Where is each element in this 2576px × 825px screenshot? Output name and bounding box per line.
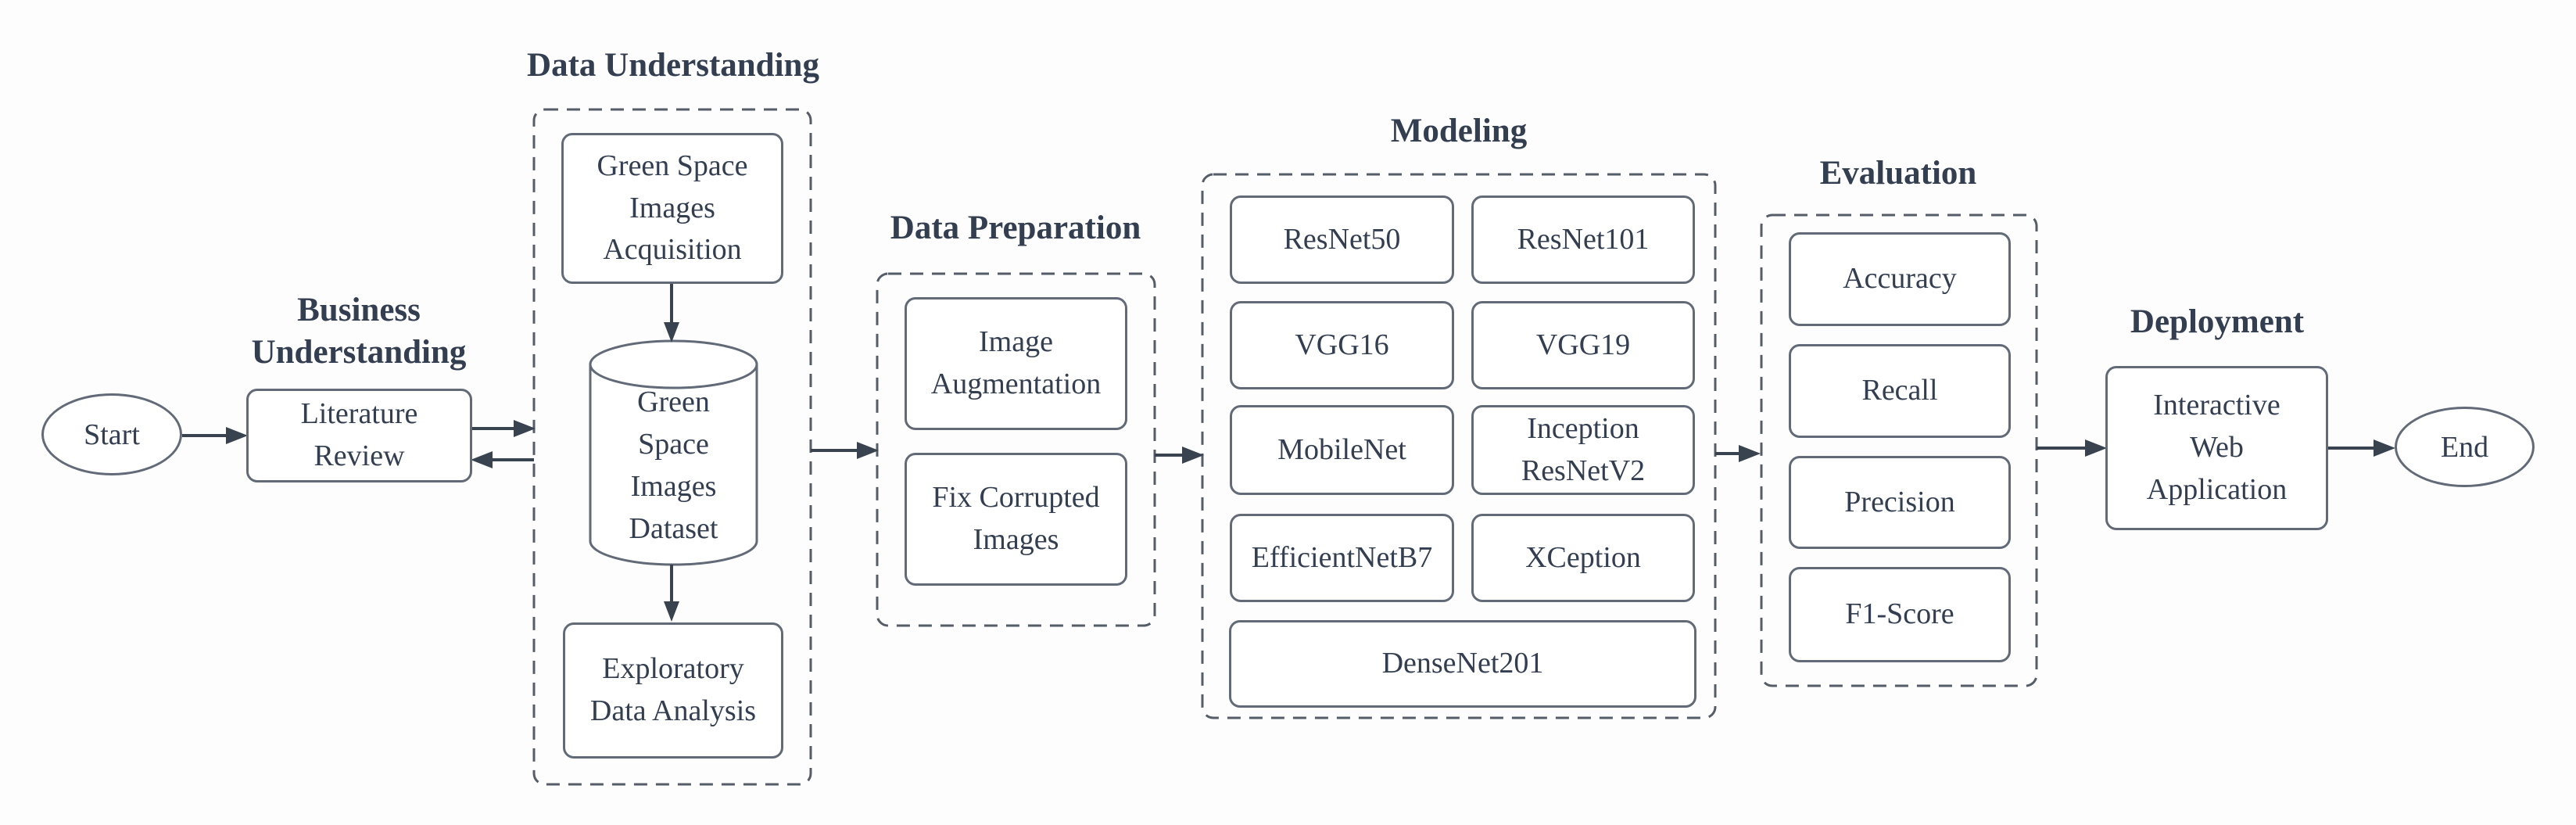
metric-label: Accuracy: [1843, 262, 1957, 296]
image-augmentation-label: Image Augmentation: [930, 325, 1102, 400]
model-label: XCeption: [1525, 540, 1641, 574]
model-label: DenseNet201: [1381, 647, 1544, 680]
model-resnet101-node: ResNet101: [1471, 195, 1695, 284]
model-inceptionresnetv2-node: Inception ResNetV2: [1471, 405, 1695, 495]
arrow-data-preparation-to-modeling: [1155, 447, 1204, 464]
model-label: ResNet101: [1517, 222, 1650, 256]
metric-precision-node: Precision: [1789, 456, 2011, 549]
dataset-label: Green Space Images Dataset: [629, 386, 718, 545]
interactive-web-application-node: Interactive Web Application: [2105, 366, 2328, 530]
fix-corrupted-images-label: Fix Corrupted Images: [932, 481, 1100, 556]
model-label: ResNet50: [1283, 222, 1401, 256]
metric-label: F1-Score: [1845, 597, 1954, 631]
model-label: Inception ResNetV2: [1521, 411, 1646, 487]
image-augmentation-node: Image Augmentation: [905, 297, 1127, 430]
model-efficientnetb7-node: EfficientNetB7: [1230, 514, 1454, 602]
model-mobilenet-node: MobileNet: [1230, 405, 1454, 495]
metric-recall-node: Recall: [1789, 344, 2011, 438]
arrow-literature-review-to-data-understanding: [472, 420, 536, 437]
model-densenet201-node: DenseNet201: [1229, 620, 1696, 708]
start-label: Start: [84, 418, 140, 451]
model-label: MobileNet: [1277, 432, 1406, 466]
eda-label: Exploratory Data Analysis: [589, 652, 757, 727]
end-label: End: [2440, 430, 2489, 464]
data-understanding-group-box: [532, 108, 812, 786]
start-terminal: Start: [41, 393, 182, 475]
metric-label: Recall: [1861, 374, 1938, 407]
arrow-data-understanding-to-literature-review: [471, 451, 534, 468]
deployment-title: Deployment: [2130, 303, 2305, 340]
model-resnet50-node: ResNet50: [1230, 195, 1454, 284]
modeling-group-box: [1201, 173, 1717, 719]
arrow-acquisition-to-dataset: [664, 284, 679, 343]
arrow-dataset-to-eda: [664, 565, 679, 622]
model-vgg19-node: VGG19: [1471, 301, 1695, 389]
arrow-deployment-to-end: [2328, 439, 2395, 457]
acquisition-label: Green Space Images Acquisition: [597, 149, 748, 267]
dataset-cylinder-text: Green Space Images Dataset: [590, 382, 757, 565]
green-space-images-acquisition-node: Green Space Images Acquisition: [561, 133, 783, 284]
interactive-web-application-label: Interactive Web Application: [2146, 389, 2288, 506]
model-label: EfficientNetB7: [1251, 540, 1433, 574]
metric-accuracy-node: Accuracy: [1789, 232, 2011, 326]
fix-corrupted-images-node: Fix Corrupted Images: [905, 453, 1127, 586]
literature-review-label: Literature Review: [300, 397, 418, 472]
model-xception-node: XCeption: [1471, 514, 1695, 602]
data-preparation-title: Data Preparation: [890, 210, 1141, 246]
evaluation-group-box: [1760, 213, 2038, 687]
model-label: VGG19: [1535, 328, 1631, 361]
data-understanding-title: Data Understanding: [527, 47, 819, 84]
metric-label: Precision: [1844, 485, 1955, 518]
end-terminal: End: [2395, 407, 2535, 487]
arrow-data-understanding-to-data-preparation: [811, 442, 879, 459]
arrow-start-to-literature-review: [182, 427, 248, 444]
literature-review-node: Literature Review: [246, 389, 472, 482]
metric-f1score-node: F1-Score: [1789, 567, 2011, 662]
data-preparation-group-box: [876, 272, 1156, 627]
business-understanding-title: Business Understanding: [251, 292, 467, 371]
model-vgg16-node: VGG16: [1230, 301, 1454, 389]
model-label: VGG16: [1295, 328, 1389, 361]
arrow-evaluation-to-deployment: [2037, 439, 2107, 457]
exploratory-data-analysis-node: Exploratory Data Analysis: [563, 622, 783, 759]
evaluation-title: Evaluation: [1819, 155, 1977, 192]
dataset-cylinder: [589, 339, 758, 566]
arrow-modeling-to-evaluation: [1715, 445, 1761, 462]
modeling-title: Modeling: [1390, 113, 1528, 149]
